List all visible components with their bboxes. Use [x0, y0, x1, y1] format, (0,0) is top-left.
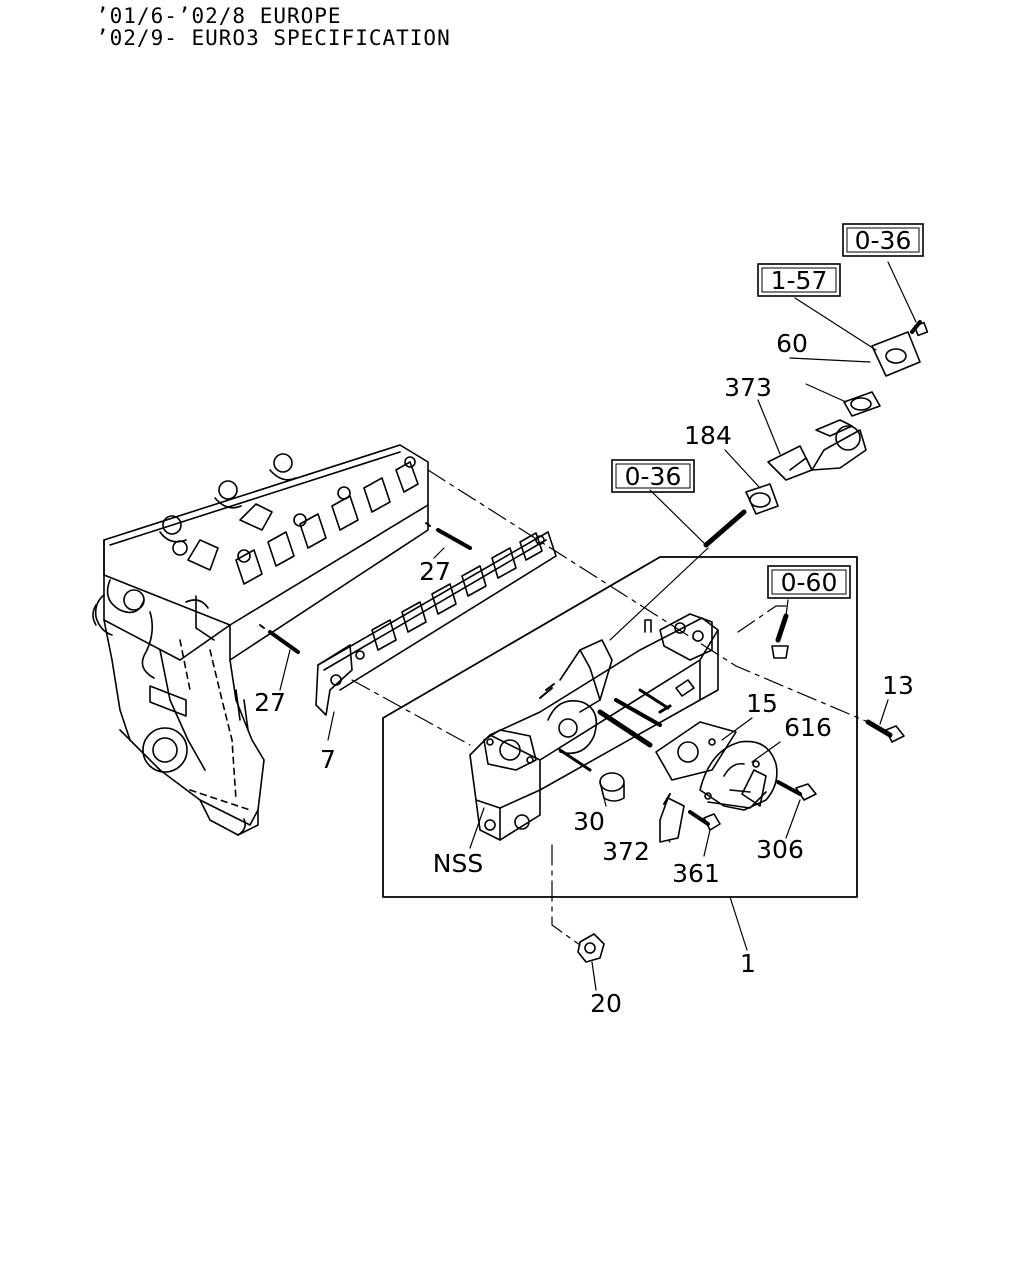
- ref-0-36-mid: 0-36: [625, 462, 682, 491]
- header-line-1: ’01/6-’02/8 EUROPE: [96, 4, 342, 28]
- label-184: 184: [684, 421, 732, 450]
- ref-box-1-57: [757, 263, 841, 297]
- label-27-upper: 27: [419, 557, 451, 586]
- intake-manifold-assembly: [469, 613, 719, 841]
- egr-pipe-stud: [703, 509, 747, 548]
- label-20: 20: [590, 989, 622, 1018]
- ref-box-0-36-top: [842, 223, 924, 257]
- ref-1-57: 1-57: [771, 266, 828, 295]
- leader-lines: [279, 261, 917, 991]
- label-616: 616: [784, 713, 832, 742]
- label-361: 361: [672, 859, 720, 888]
- label-372: 372: [602, 837, 650, 866]
- label-373: 373: [724, 373, 772, 402]
- bracket-372: [659, 797, 685, 843]
- header-line-2: ’02/9- EURO3 SPECIFICATION: [96, 26, 451, 50]
- ref-box-0-36-mid: [611, 459, 695, 493]
- label-60: 60: [776, 329, 808, 358]
- label-30: 30: [573, 807, 605, 836]
- engine-block-illustration: [92, 444, 472, 836]
- label-13: 13: [882, 671, 914, 700]
- ref-0-60: 0-60: [781, 568, 838, 597]
- ref-box-0-60: [767, 565, 851, 599]
- label-7: 7: [320, 745, 336, 774]
- ref-0-36-top: 0-36: [855, 226, 912, 255]
- label-1: 1: [740, 949, 756, 978]
- label-27-lower: 27: [254, 688, 286, 717]
- assembly-1-frame: [382, 556, 858, 898]
- egr-gasket-15: [655, 721, 737, 781]
- egr-valve-616: [699, 740, 778, 811]
- cap-30: [599, 772, 625, 792]
- label-15: 15: [746, 689, 778, 718]
- label-306: 306: [756, 835, 804, 864]
- label-nss: NSS: [433, 849, 483, 878]
